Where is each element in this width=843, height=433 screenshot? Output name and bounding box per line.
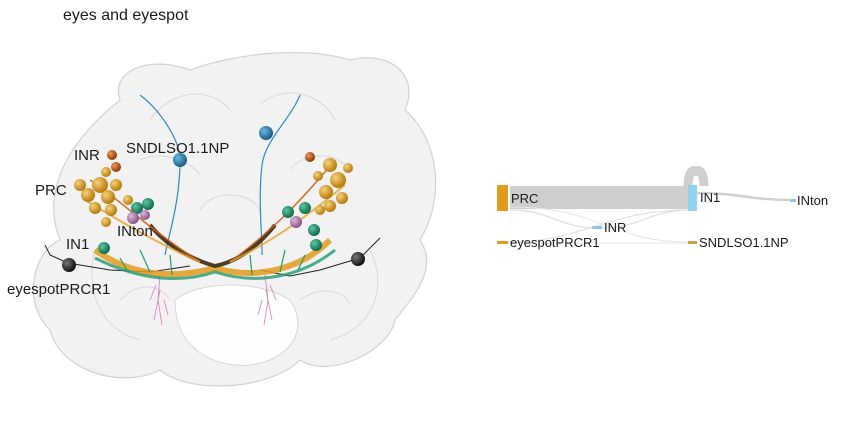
sankey-label-inton: INton xyxy=(797,193,828,208)
sndlso-cells xyxy=(173,126,273,167)
render-label-in1: IN1 xyxy=(66,236,89,253)
sankey-node-in1 xyxy=(688,185,697,211)
sankey-label-in1: IN1 xyxy=(700,190,720,205)
sankey-node-inton xyxy=(790,199,796,202)
sankey-diagram: PRC IN1 INton INR eyespotPRCR1 SNDLSO1.1… xyxy=(497,166,828,250)
sankey-link-prc-inr xyxy=(509,209,597,229)
sankey-label-sndlso: SNDLSO1.1NP xyxy=(699,235,789,250)
eyespot-cells xyxy=(62,252,365,272)
sankey-link-in1-loop xyxy=(683,166,709,187)
sankey-label-inr: INR xyxy=(604,220,626,235)
sankey-link-prc-in1 xyxy=(510,186,688,209)
in1-cells xyxy=(98,198,322,254)
sankey-label-eyespot: eyespotPRCR1 xyxy=(510,235,600,250)
render-label-eyespot: eyespotPRCR1 xyxy=(7,281,110,298)
render-label-inton: INton xyxy=(117,223,153,240)
sankey-node-sndlso xyxy=(688,241,697,244)
render-label-inr: INR xyxy=(74,147,100,164)
inr-cells xyxy=(107,150,315,172)
sankey-node-eyespot xyxy=(497,241,508,244)
pink-neurites xyxy=(149,274,277,326)
sankey-link-prc-sndlso xyxy=(509,206,689,243)
render-label-sndlso: SNDLSO1.1NP xyxy=(126,140,229,157)
body-mesh xyxy=(32,52,437,387)
sankey-label-prc: PRC xyxy=(511,191,538,206)
sankey-link-in1-inton xyxy=(696,191,791,202)
sankey-node-prc xyxy=(497,185,508,211)
prc-cells xyxy=(74,158,353,227)
sankey-node-inr xyxy=(592,226,602,229)
inton-cells xyxy=(127,210,302,228)
render-label-prc: PRC xyxy=(35,182,67,199)
page-title: eyes and eyespot xyxy=(63,7,189,24)
